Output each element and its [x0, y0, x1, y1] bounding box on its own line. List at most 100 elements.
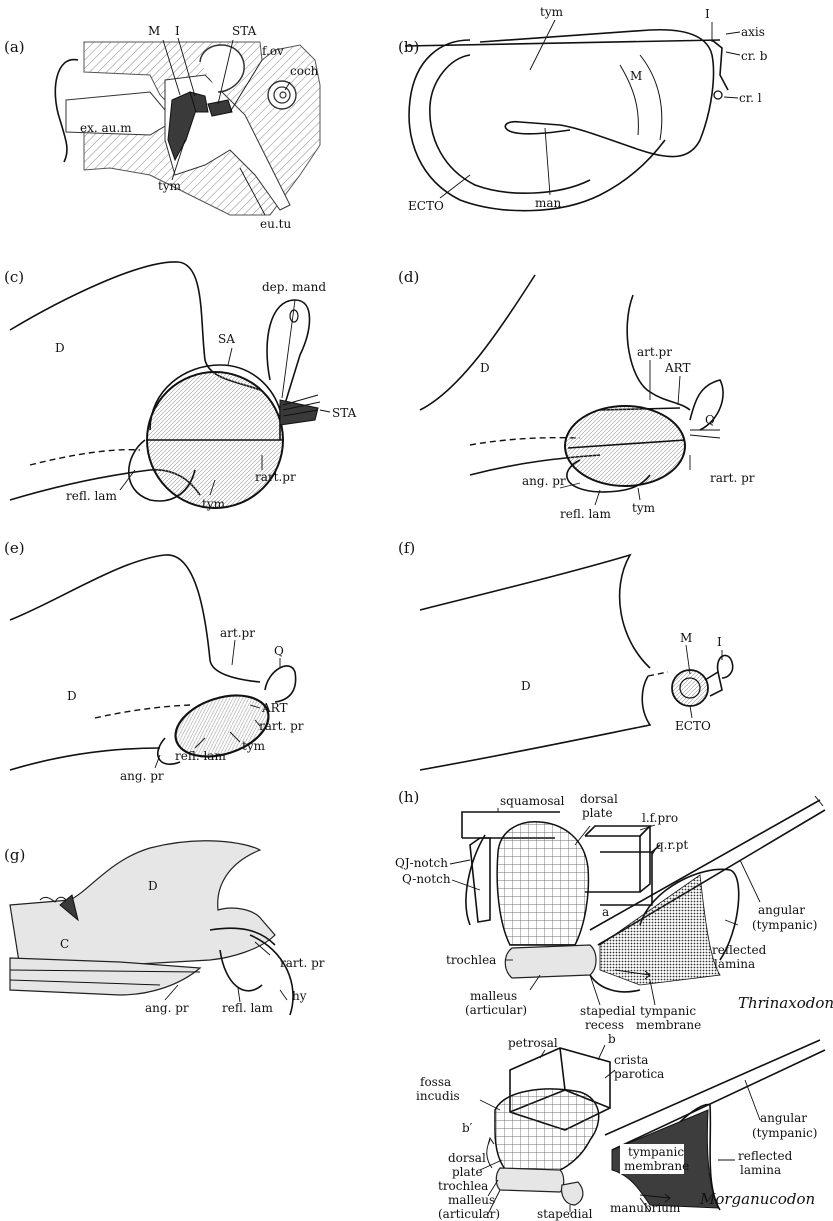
leader-b-tym	[530, 20, 555, 70]
dentary-f	[420, 555, 650, 668]
leader-ht-qj	[450, 860, 470, 864]
panel-h-letter: (h)	[398, 788, 419, 806]
label-d-refl: refl. lam	[560, 507, 611, 521]
label-ht-articular: (articular)	[465, 1003, 527, 1017]
label-ht-a: a	[602, 905, 609, 919]
leader-g-hy	[280, 990, 287, 1000]
dentary-dashed-f	[648, 672, 668, 676]
label-e-tym: tym	[242, 739, 266, 753]
label-hb-trochlea: trochlea	[438, 1179, 488, 1193]
leader-hb-b	[598, 1045, 605, 1060]
label-ht-tympanic: tympanic	[640, 1004, 696, 1018]
label-ht-squamosal: squamosal	[500, 794, 565, 808]
leader-c-depmand	[282, 300, 295, 398]
panel-a-letter: (a)	[4, 38, 25, 56]
label-g-C: C	[60, 937, 69, 951]
label-c-rart: rart.pr	[255, 470, 296, 484]
dentary-outline	[10, 262, 260, 390]
label-b-axis: axis	[741, 25, 765, 39]
panel-d-letter: (d)	[398, 268, 419, 286]
panel-f-letter: (f)	[398, 539, 415, 557]
panel-c-letter: (c)	[4, 268, 24, 286]
label-b-ECTO: ECTO	[408, 199, 444, 213]
label-coch: coch	[290, 64, 319, 78]
label-e-ART: ART	[261, 701, 288, 715]
label-f-D: D	[521, 679, 531, 693]
label-fov: f.ov	[262, 44, 284, 58]
label-e-refl: refl. lam	[175, 749, 226, 763]
trochlea-top	[505, 945, 596, 978]
label-hb-tympanic: tympanic	[628, 1145, 684, 1159]
qj-notch	[470, 838, 490, 922]
angular-bar-top-edge	[815, 796, 823, 806]
malleus-body	[480, 30, 714, 157]
dorsal-plate-top	[497, 822, 588, 945]
label-ex-au-m: ex. au.m	[80, 121, 132, 135]
ectotympanic	[409, 40, 665, 211]
panel-e: (e) art.pr Q D ART rart. pr tym refl. la…	[4, 539, 304, 783]
label-ht-lfpro: l.f.pro	[642, 811, 678, 825]
label-ht-dorsal: dorsal	[580, 792, 618, 806]
label-c-tym: tym	[202, 497, 226, 511]
leader-hb-petrosal	[540, 1050, 545, 1058]
leader-c-SA	[228, 348, 232, 365]
bprime-arrow	[487, 1138, 494, 1168]
label-e-angpr: ang. pr	[120, 769, 164, 783]
label-hb-articular: (articular)	[438, 1207, 500, 1221]
label-b-man: man	[535, 196, 562, 210]
crus-brevis	[712, 40, 728, 90]
label-hb-petrosal: petrosal	[508, 1036, 558, 1050]
label-hb-fossa: fossa	[420, 1075, 451, 1089]
label-e-Q: Q	[274, 644, 284, 658]
label-ht-lamina: lamina	[714, 957, 755, 971]
label-hb-stapedial: stapedial	[537, 1207, 593, 1221]
label-b-crb: cr. b	[741, 49, 768, 63]
label-g-refl: refl. lam	[222, 1001, 273, 1015]
dentary-dashed-d	[470, 438, 580, 445]
lfpro-box	[585, 836, 640, 892]
panel-a: (a) M I STA f.ov coch ex.	[4, 24, 320, 231]
label-hb-dorsal: dorsal	[448, 1151, 486, 1165]
label-hb-bprime: b′	[462, 1121, 473, 1135]
label-ht-recess: recess	[585, 1018, 624, 1032]
label-ht-trochlea: trochlea	[446, 953, 496, 967]
leader-d-ART	[678, 376, 680, 405]
label-f-I: I	[717, 635, 722, 649]
q-notch	[466, 835, 485, 925]
label-hb-plate: plate	[452, 1165, 483, 1179]
label-ht-angular2: (tympanic)	[752, 918, 817, 932]
skull-g	[10, 841, 275, 968]
label-ht-qj: QJ-notch	[395, 856, 448, 870]
label-hb-reflected: reflected	[738, 1149, 793, 1163]
jaw-lower-f	[420, 676, 650, 770]
dentary-lower-dashed	[30, 450, 140, 465]
label-hb-angular2: (tympanic)	[752, 1126, 817, 1140]
leader-f-ECTO	[690, 706, 692, 718]
label-c-STA: STA	[332, 406, 357, 420]
label-hb-manubrium: manubrium	[610, 1201, 681, 1215]
label-hb-incudis: incudis	[416, 1089, 460, 1103]
species-thrinaxodon: Thrinaxodon	[738, 994, 833, 1012]
label-e-D: D	[67, 689, 77, 703]
leader-ht-recess	[590, 975, 600, 1005]
label-c-depmand: dep. mand	[262, 280, 326, 294]
dentary-dashed-e	[95, 705, 190, 718]
label-b-tym: tym	[540, 5, 564, 19]
leader-b-man	[545, 128, 550, 195]
label-e-rart: rart. pr	[259, 719, 304, 733]
trochlea-bottom	[496, 1168, 564, 1192]
incus-f	[718, 655, 733, 678]
quadrate-foramen	[290, 310, 298, 322]
dorsal-plate-bottom	[495, 1089, 599, 1180]
dentary-d	[420, 275, 535, 410]
leader-b-crb	[726, 52, 740, 55]
label-b-I: I	[705, 7, 710, 21]
label-b-crl: cr. l	[739, 91, 762, 105]
label-hb-parotica: parotica	[614, 1067, 664, 1081]
label-f-M: M	[680, 631, 692, 645]
label-ht-qrpt: q.r.pt	[656, 838, 688, 852]
panel-g: (g) D C rart. pr hy ang. pr refl. lam	[4, 841, 325, 1015]
mandible-strip-g	[10, 958, 200, 995]
label-d-rart: rart. pr	[710, 471, 755, 485]
